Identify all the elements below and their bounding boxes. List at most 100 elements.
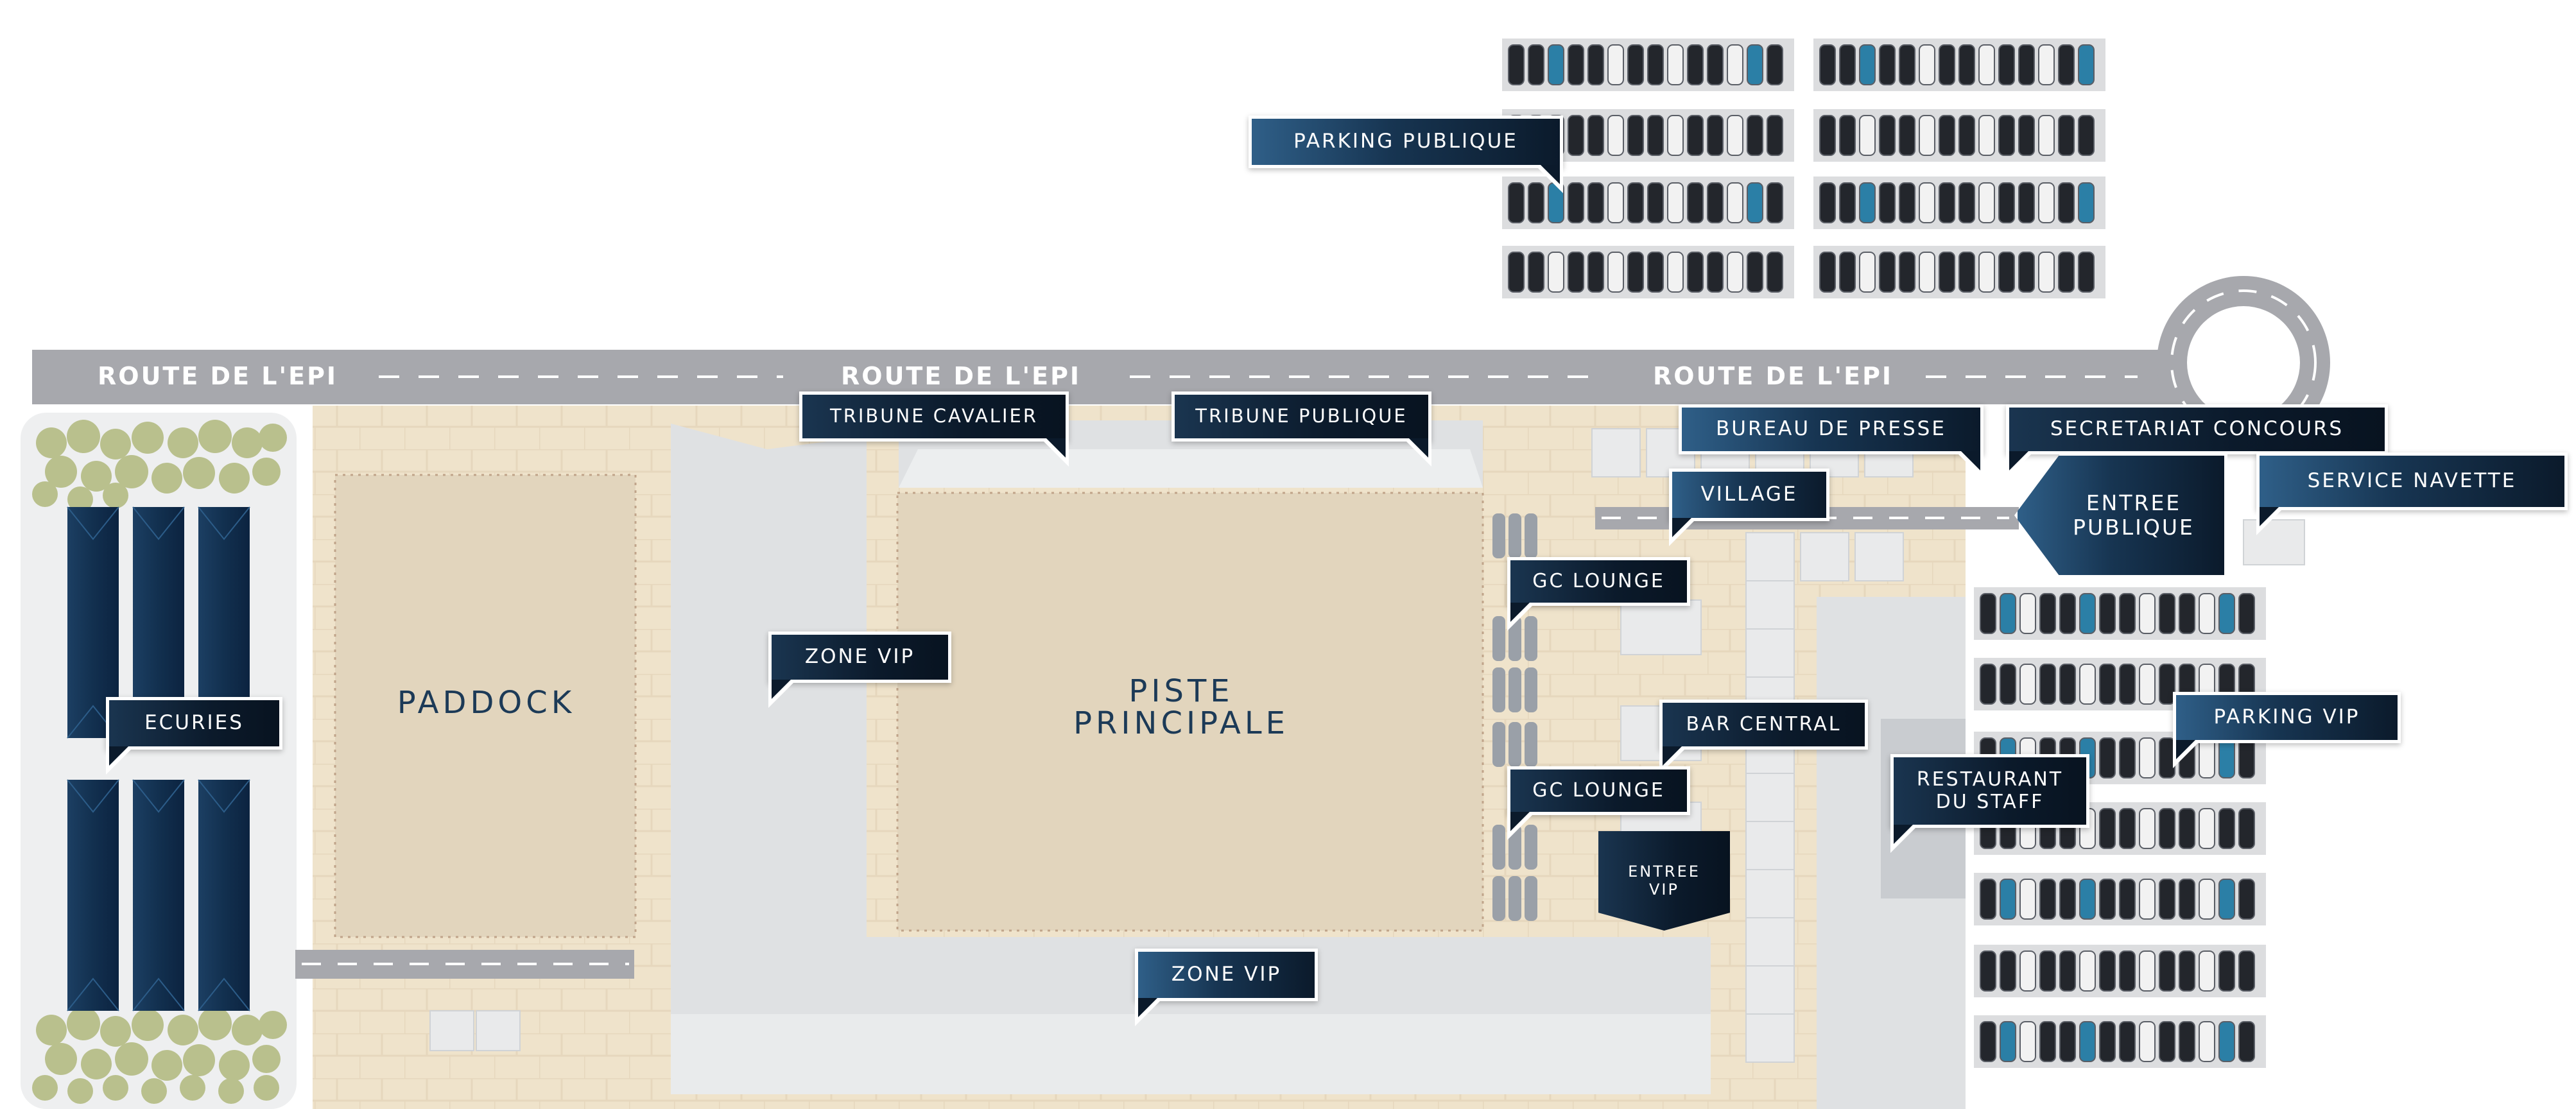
car-icon xyxy=(1859,115,1876,156)
car-icon xyxy=(2199,737,2215,778)
car-icon xyxy=(2218,737,2235,778)
car-icon xyxy=(2159,879,2175,920)
car-icon xyxy=(1919,115,1935,156)
car-icon xyxy=(1568,44,1584,85)
car-icon xyxy=(2159,1021,2175,1062)
callout-service-navette[interactable]: SERVICE NAVETTE xyxy=(2256,452,2568,535)
callout-pointer xyxy=(1507,603,1534,631)
car-icon xyxy=(1667,115,1684,156)
callout-tribune-cavalier[interactable]: TRIBUNE CAVALIER xyxy=(799,391,1069,467)
callout-pointer xyxy=(1669,518,1696,546)
car-icon xyxy=(2018,115,2035,156)
callout-village[interactable]: VILLAGE xyxy=(1669,469,1829,546)
car-icon xyxy=(2078,115,2095,156)
car-icon xyxy=(2039,1021,2056,1062)
car-icon xyxy=(2039,664,2056,705)
car-icon xyxy=(2179,593,2195,634)
car-icon xyxy=(2218,1021,2235,1062)
callout-bureau-de-presse-text: BUREAU DE PRESSE xyxy=(1716,417,1946,441)
callout-entree-publique[interactable]: ENTREE PUBLIQUE xyxy=(2014,452,2227,578)
car-icon xyxy=(2018,252,2035,293)
callout-zone-vip-bottom[interactable]: ZONE VIP xyxy=(1135,949,1318,1026)
car-icon xyxy=(2058,44,2075,85)
car-icon xyxy=(2179,1021,2195,1062)
car-icon xyxy=(1747,182,1763,223)
car-icon xyxy=(1958,44,1975,85)
callout-pointer xyxy=(1890,825,1917,853)
paddock-label: PADDOCK xyxy=(397,685,576,721)
car-icon xyxy=(1767,252,1783,293)
callout-parking-publique-text: PARKING PUBLIQUE xyxy=(1293,130,1518,153)
car-icon xyxy=(2218,808,2235,849)
car-icon xyxy=(1647,115,1664,156)
car-icon xyxy=(2199,593,2215,634)
paddock-arena xyxy=(334,474,637,938)
car-icon xyxy=(1819,44,1836,85)
car-icon xyxy=(2059,879,2076,920)
car-icon xyxy=(2099,950,2116,992)
car-icon xyxy=(1939,252,1955,293)
car-icon xyxy=(1627,44,1644,85)
callout-tribune-publique[interactable]: TRIBUNE PUBLIQUE xyxy=(1171,391,1431,467)
car-icon xyxy=(2119,664,2136,705)
callout-bureau-de-presse[interactable]: BUREAU DE PRESSE xyxy=(1679,404,1984,479)
car-icon xyxy=(1879,182,1896,223)
callout-gc-lounge-top[interactable]: GC LOUNGE xyxy=(1507,557,1690,631)
car-icon xyxy=(1667,182,1684,223)
car-icon xyxy=(2139,808,2156,849)
car-icon xyxy=(2079,879,2096,920)
car-icon xyxy=(1587,44,1604,85)
callout-parking-vip[interactable]: PARKING VIP xyxy=(2173,692,2401,768)
callout-pointer xyxy=(1135,998,1162,1026)
car-icon xyxy=(2000,950,2016,992)
car-icon xyxy=(2079,950,2096,992)
car-icon xyxy=(1607,252,1624,293)
car-icon xyxy=(1958,252,1975,293)
car-icon xyxy=(2099,737,2116,778)
car-icon xyxy=(1508,182,1525,223)
car-icon xyxy=(2099,593,2116,634)
car-icon xyxy=(1727,252,1743,293)
car-icon xyxy=(1980,879,1996,920)
main-arena xyxy=(896,492,1484,932)
callout-pointer xyxy=(2006,451,2033,479)
car-icon xyxy=(1978,115,1995,156)
car-icon xyxy=(2238,1021,2255,1062)
car-icon xyxy=(2000,1021,2016,1062)
car-icon xyxy=(2058,252,2075,293)
callout-parking-publique[interactable]: PARKING PUBLIQUE xyxy=(1249,116,1563,193)
car-icon xyxy=(2000,593,2016,634)
callout-gc-lounge-bottom[interactable]: GC LOUNGE xyxy=(1507,766,1690,840)
callout-ecuries[interactable]: ECURIES xyxy=(106,697,282,775)
callout-bar-central[interactable]: BAR CENTRAL xyxy=(1659,700,1868,775)
car-icon xyxy=(1958,115,1975,156)
car-icon xyxy=(1958,182,1975,223)
car-icon xyxy=(2019,664,2036,705)
car-icon xyxy=(1998,182,2015,223)
car-icon xyxy=(2058,182,2075,223)
car-icon xyxy=(1899,182,1915,223)
car-icon xyxy=(2139,1021,2156,1062)
car-icon xyxy=(1647,252,1664,293)
car-icon xyxy=(1919,252,1935,293)
road-label-3: ROUTE DE L'EPI xyxy=(1653,362,1894,390)
callout-entree-vip[interactable]: ENTREE VIP xyxy=(1598,831,1730,931)
car-icon xyxy=(2179,950,2195,992)
car-icon xyxy=(2159,808,2175,849)
callout-zone-vip-left[interactable]: ZONE VIP xyxy=(768,632,951,708)
car-icon xyxy=(2238,737,2255,778)
callout-pointer xyxy=(1507,812,1534,840)
stable-building-icons xyxy=(67,506,250,1011)
callout-restaurant-du-staff[interactable]: RESTAURANT DU STAFF xyxy=(1890,754,2089,853)
car-icon xyxy=(1707,44,1724,85)
car-icon xyxy=(1727,182,1743,223)
car-icon xyxy=(1707,115,1724,156)
callout-secretariat-concours[interactable]: SECRETARIAT CONCOURS xyxy=(2006,404,2388,479)
car-icon xyxy=(1939,115,1955,156)
callout-entree-vip-text: ENTREE VIP xyxy=(1628,862,1700,898)
car-icon xyxy=(2039,879,2056,920)
callout-village-text: VILLAGE xyxy=(1700,483,1798,506)
car-icon xyxy=(1939,182,1955,223)
car-icon xyxy=(2179,879,2195,920)
car-icon xyxy=(1819,182,1836,223)
